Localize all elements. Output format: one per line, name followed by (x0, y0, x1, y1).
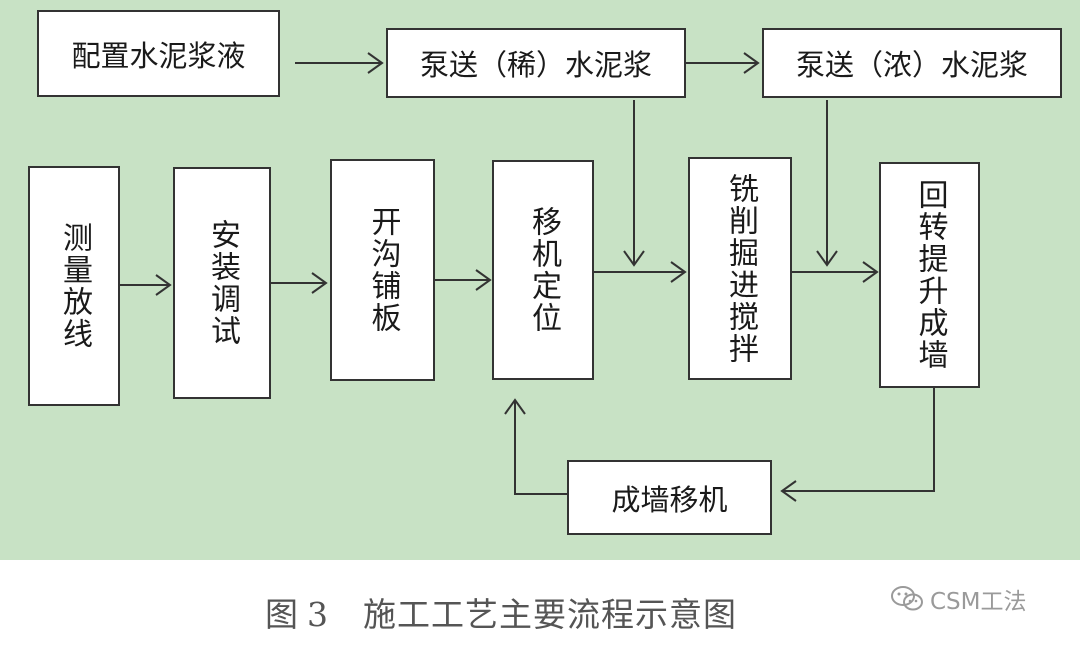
arrow-rotate-to-move (782, 388, 935, 492)
trench-plate-label: 开沟铺板 (365, 206, 401, 334)
flowchart-diagram: 配置水泥浆液 泵送（稀）水泥浆 泵送（浓）水泥浆 测量放线 安装调试 开沟铺板 … (0, 0, 1080, 560)
figure-label: 图 (265, 595, 299, 634)
flowchart-connectors (120, 52, 935, 502)
figure-number: 3 (307, 595, 329, 634)
move-machine-label: 成墙移机 (611, 482, 728, 517)
install-debug-label: 安装调试 (205, 219, 240, 347)
machine-position-label: 移机定位 (526, 206, 561, 334)
move-machine-box: 成墙移机 (567, 460, 772, 535)
trench-plate-box: 开沟铺板 (330, 159, 435, 381)
survey-box: 测量放线 (28, 166, 120, 406)
wechat-icon (891, 586, 923, 611)
install-debug-box: 安装调试 (173, 167, 271, 399)
machine-position-box: 移机定位 (492, 160, 594, 380)
pump-thick-slurry-label: 泵送（浓）水泥浆 (795, 48, 1028, 82)
mill-mix-label: 铣削掘进搅拌 (723, 172, 758, 365)
rotate-lift-box: 回转提升成墙 (879, 162, 980, 388)
survey-label: 测量放线 (57, 222, 92, 350)
rotate-lift-label: 回转提升成墙 (912, 179, 948, 371)
pump-thin-slurry-box: 泵送（稀）水泥浆 (386, 28, 686, 98)
watermark: CSM工法 (890, 582, 1027, 616)
arrow-move-to-position (514, 400, 567, 495)
prepare-slurry-label: 配置水泥浆液 (71, 38, 246, 73)
mill-mix-box: 铣削掘进搅拌 (688, 157, 792, 380)
pump-thin-slurry-label: 泵送（稀）水泥浆 (419, 48, 652, 82)
prepare-slurry-box: 配置水泥浆液 (37, 10, 280, 97)
figure-title: 施工工艺主要流程示意图 (363, 595, 737, 634)
pump-thick-slurry-box: 泵送（浓）水泥浆 (762, 28, 1062, 98)
watermark-text: CSM工法 (930, 589, 1027, 615)
